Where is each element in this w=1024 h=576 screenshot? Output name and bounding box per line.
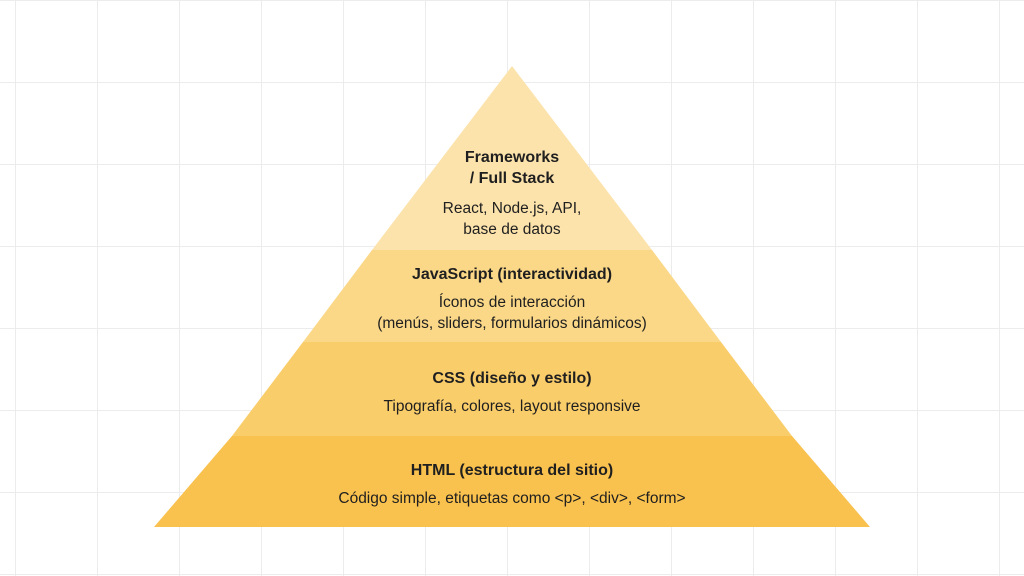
tier-html-desc: Código simple, etiquetas como <p>, <div>… — [338, 490, 686, 507]
tier-html-title: HTML (estructura del sitio) — [410, 462, 614, 479]
tier-frameworks-title-line2: / Full Stack — [469, 170, 555, 187]
tier-javascript-shape — [303, 250, 721, 342]
tier-css-desc: Tipografía, colores, layout responsive — [383, 398, 641, 415]
tier-javascript-title: JavaScript (interactividad) — [411, 266, 613, 283]
tier-javascript-desc-line2: (menús, sliders, formularios dinámicos) — [377, 315, 647, 332]
tier-css-title: CSS (diseño y estilo) — [432, 370, 592, 387]
tier-frameworks: Frameworks / Full Stack React, Node.js, … — [0, 147, 1024, 240]
tier-frameworks-title-line1: Frameworks — [464, 149, 560, 166]
tier-frameworks-desc-line2: base de datos — [463, 221, 561, 238]
tier-frameworks-desc-line1: React, Node.js, API, — [442, 200, 582, 217]
tier-css-shape — [232, 342, 792, 436]
tier-javascript-desc-line1: Íconos de interacción — [438, 294, 586, 311]
tier-css: CSS (diseño y estilo) Tipografía, colore… — [0, 368, 1024, 417]
tier-html: HTML (estructura del sitio) Código simpl… — [0, 460, 1024, 509]
tier-frameworks-shape — [372, 66, 652, 250]
tier-javascript: JavaScript (interactividad) Íconos de in… — [0, 264, 1024, 334]
tier-html-shape — [154, 436, 870, 527]
